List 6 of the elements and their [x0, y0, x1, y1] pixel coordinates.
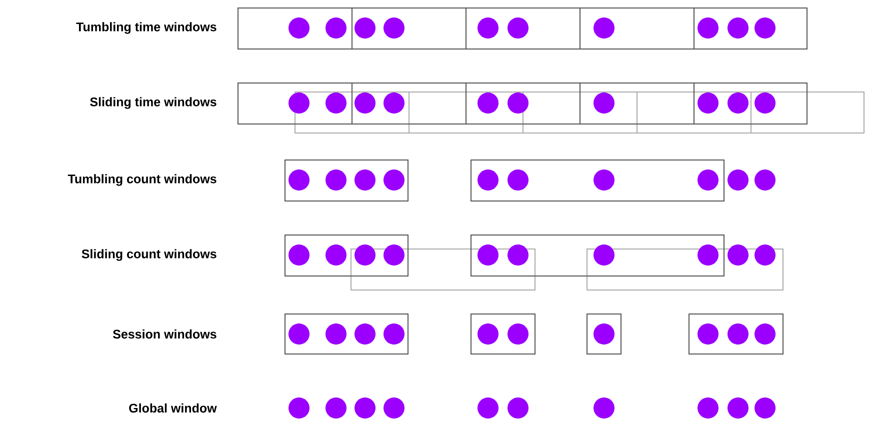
row-label: Sliding count windows	[82, 249, 216, 261]
row-label: Tumbling time windows	[76, 22, 216, 34]
row-label: Session windows	[112, 329, 216, 339]
row-label: Tumbling count windows	[68, 174, 216, 186]
row-label: Global window	[129, 403, 217, 413]
row-label: Sliding time windows	[90, 97, 216, 109]
